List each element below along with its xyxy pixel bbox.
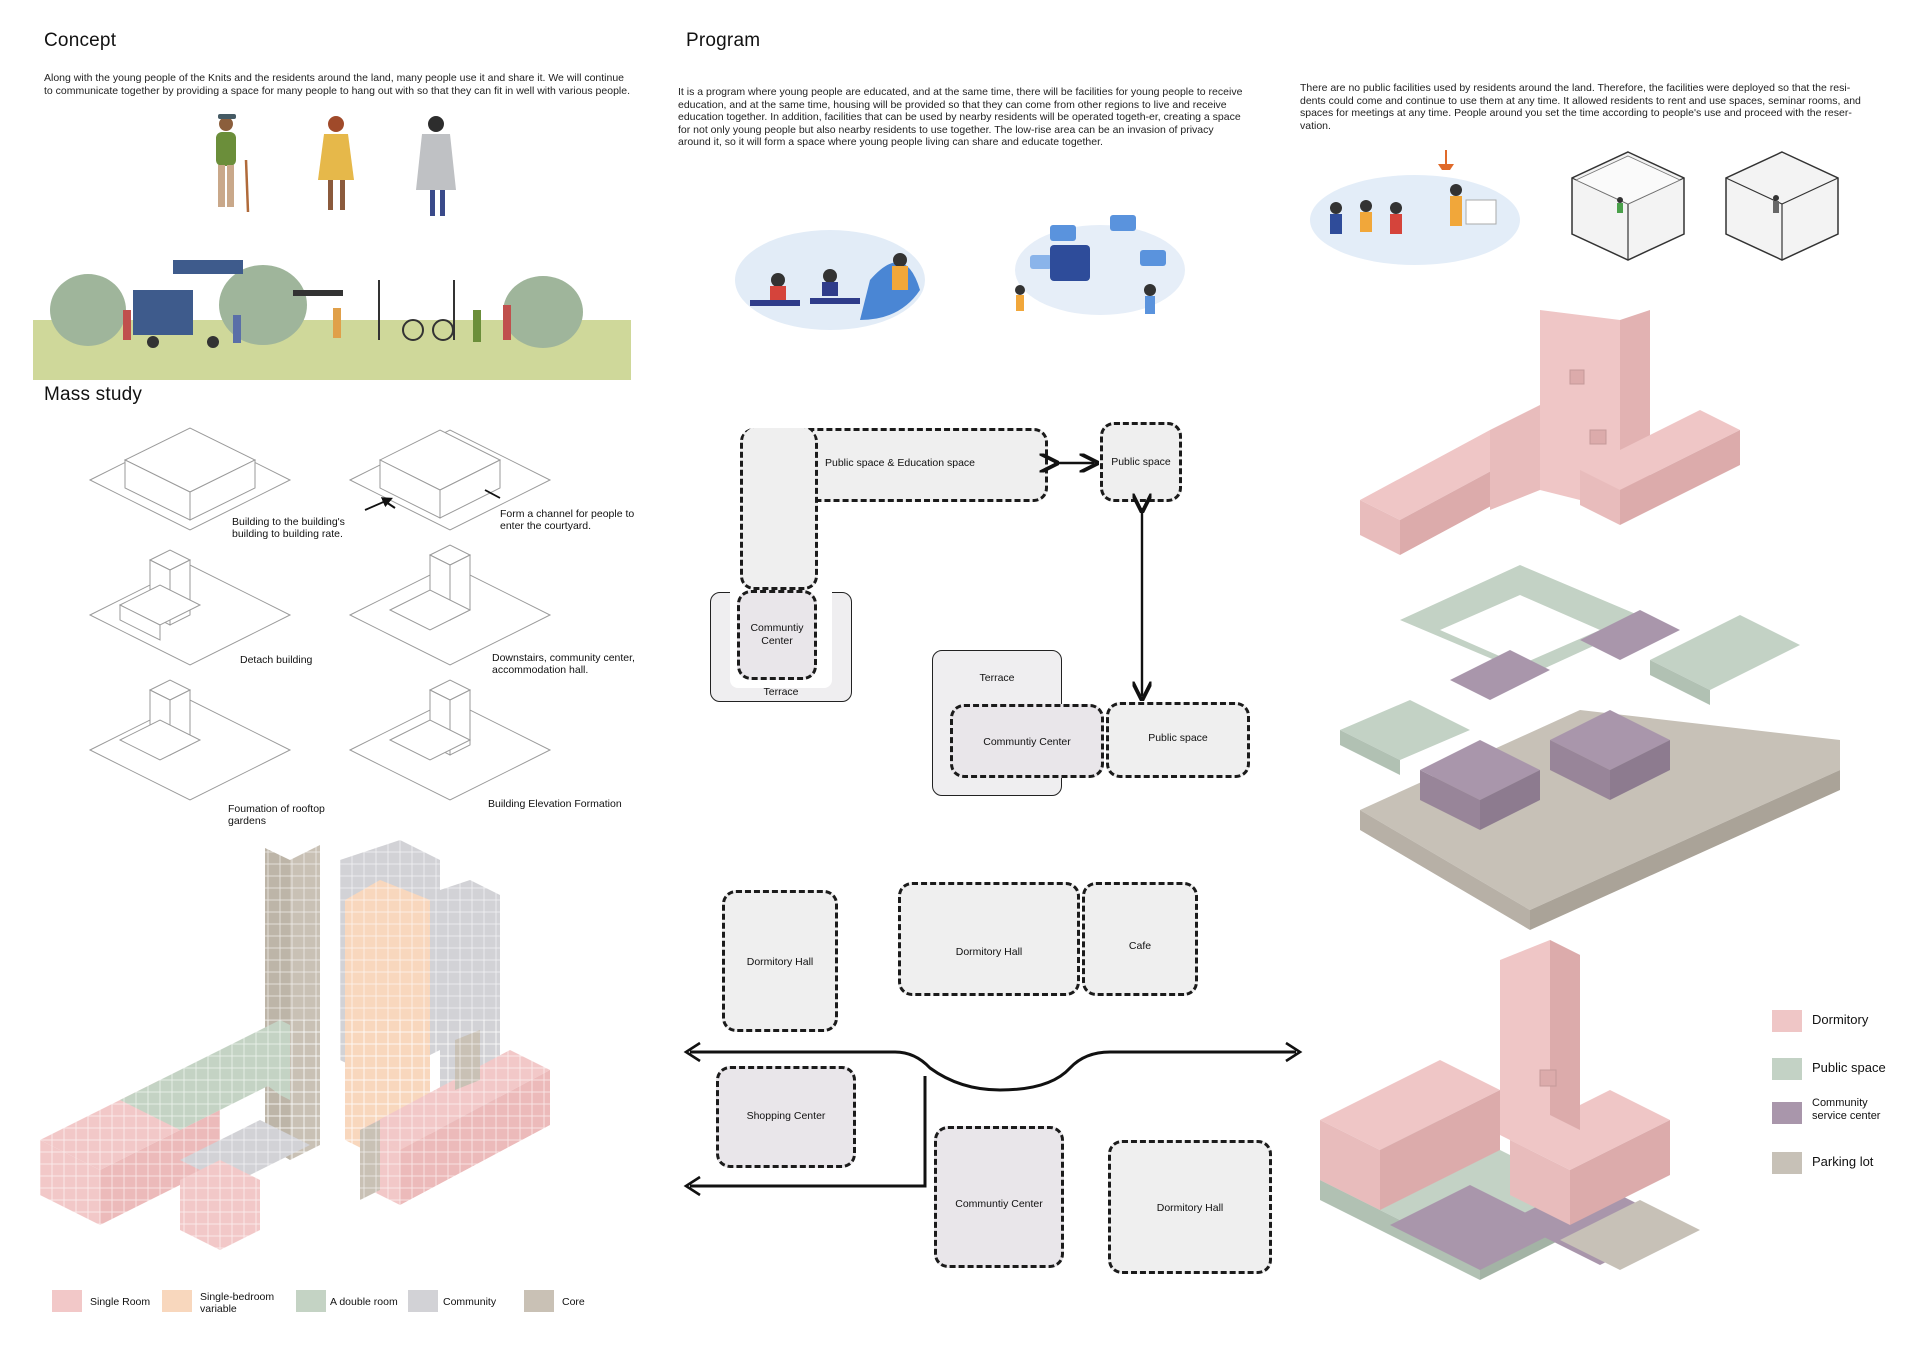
legend-swatch-community xyxy=(408,1290,438,1312)
legend-label-parking-lot: Parking lot xyxy=(1812,1154,1874,1169)
legend-swatch-public-space xyxy=(1772,1058,1802,1080)
legend-label-dormitory: Dormitory xyxy=(1812,1012,1869,1027)
mass-study-sketches xyxy=(88,427,552,801)
shopping-center-label: Shopping Center xyxy=(746,1110,826,1122)
concept-heading: Concept xyxy=(44,30,117,51)
legend-label-community-service: Community service center xyxy=(1812,1097,1881,1122)
dormitory-hall-label-1: Dormitory Hall xyxy=(746,956,814,968)
dormitory-hall-label-3: Dormitory Hall xyxy=(1156,1202,1224,1214)
mass-study-heading: Mass study xyxy=(44,384,143,405)
dormitory-hall-box-3 xyxy=(1108,1140,1272,1274)
legend-swatch-dormitory xyxy=(1772,1010,1802,1032)
community-box-2 xyxy=(950,704,1104,778)
concept-paragraph: Along with the young people of the Knits… xyxy=(44,72,631,97)
legend-label-double-room: A double room xyxy=(330,1296,398,1308)
public-space-box-1 xyxy=(1100,422,1182,502)
legend-swatch-core xyxy=(524,1290,554,1312)
community-box-1 xyxy=(737,590,817,680)
mass-caption-6: Building Elevation Formation xyxy=(488,798,622,810)
legend-swatch-parking-lot xyxy=(1772,1152,1802,1174)
legend-label-single-bedroom: Single-bedroom variable xyxy=(200,1291,275,1315)
mass-caption-5: Foumation of rooftop gardens xyxy=(228,803,325,827)
community-label-2: Communtiy Center xyxy=(983,736,1071,748)
program-heading: Program xyxy=(686,30,761,51)
cafe-box xyxy=(1082,882,1198,996)
mass-caption-3: Detach building xyxy=(240,654,313,666)
mass-caption-2: Form a channel for people to enter the c… xyxy=(500,508,635,532)
legend-label-core: Core xyxy=(562,1296,585,1308)
facilities-paragraph: There are no public facilities used by r… xyxy=(1300,82,1861,132)
public-education-label: Public space & Education space xyxy=(824,457,975,469)
cafe-label: Cafe xyxy=(1128,940,1152,952)
meeting-illustration xyxy=(1310,150,1520,265)
community-label-1: Communtiy Center xyxy=(750,622,804,647)
mass-caption-4: Downstairs, community center, accommodat… xyxy=(492,652,635,676)
legend-swatch-single-bedroom xyxy=(162,1290,192,1312)
public-space-label-2: Public space xyxy=(1148,732,1208,744)
shopping-center-box xyxy=(716,1066,856,1168)
legend-label-public-space: Public space xyxy=(1812,1060,1886,1075)
discussion-illustration xyxy=(1015,215,1185,315)
dormitory-hall-label-2: Dormitory Hall xyxy=(955,946,1023,958)
community-center-box xyxy=(934,1126,1064,1268)
community-center-label: Communtiy Center xyxy=(955,1198,1043,1210)
room-cube-1 xyxy=(1571,151,1685,261)
legend-label-single-room: Single Room xyxy=(90,1296,151,1308)
legend-swatch-double-room xyxy=(296,1290,326,1312)
market-scene-illustration xyxy=(33,260,631,380)
assembled-axonometric xyxy=(1320,940,1700,1280)
dormitory-hall-box-2 xyxy=(898,882,1080,996)
people-illustration xyxy=(216,114,456,216)
unit-voxel-massing xyxy=(40,840,560,1260)
terrace-label-1: Terrace xyxy=(763,686,799,698)
program-paragraph: It is a program where young people are e… xyxy=(678,86,1243,149)
dormitory-hall-box-1 xyxy=(722,890,838,1032)
exploded-axonometric xyxy=(1340,310,1840,930)
legend-swatch-single-room xyxy=(52,1290,82,1312)
classroom-illustration xyxy=(735,230,925,330)
public-space-label-1: Public space xyxy=(1111,456,1171,468)
terrace-label-2: Terrace xyxy=(979,672,1015,684)
legend-swatch-community-service xyxy=(1772,1102,1802,1124)
public-space-box-2 xyxy=(1106,702,1250,778)
mass-caption-1: Building to the building's building to b… xyxy=(232,516,345,540)
public-education-leg xyxy=(740,428,818,590)
room-cube-2 xyxy=(1725,151,1839,261)
legend-label-community: Community xyxy=(443,1296,497,1308)
